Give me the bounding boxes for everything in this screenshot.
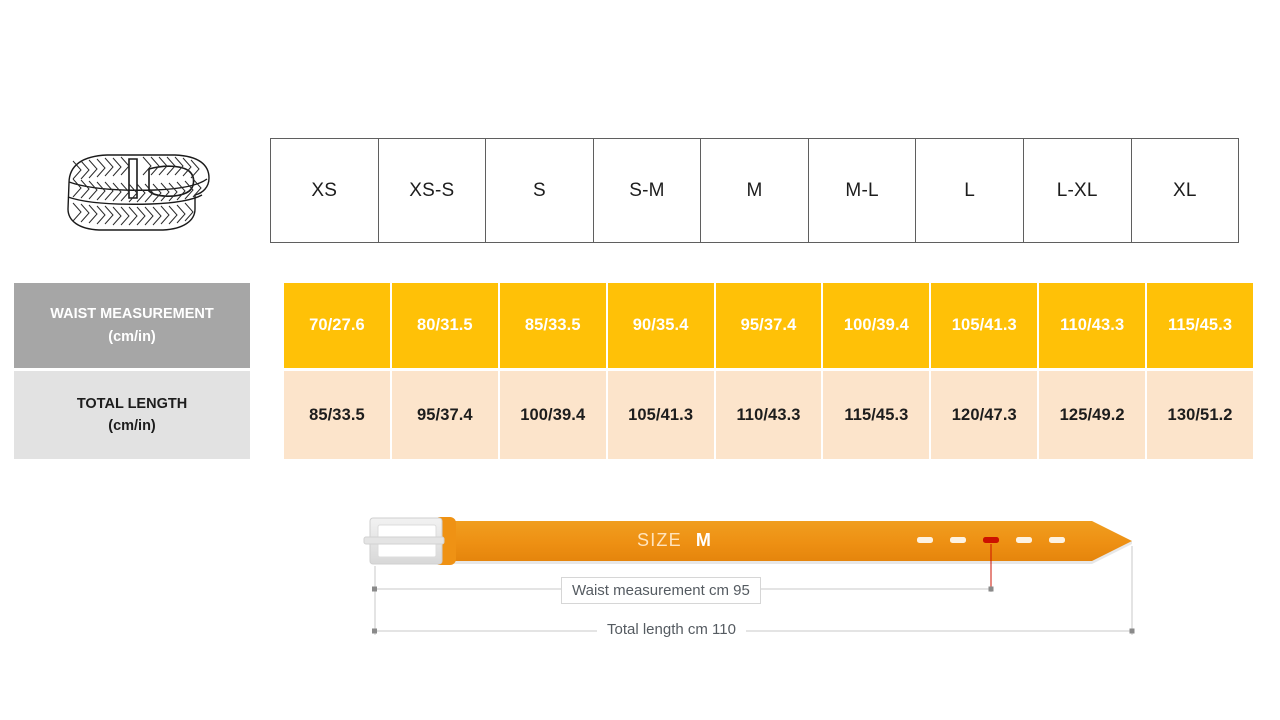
total-length-values: 85/33.5 95/37.4 100/39.4 105/41.3 110/43… xyxy=(284,371,1254,459)
table-cell: 100/39.4 xyxy=(499,371,608,459)
total-length-row: TOTAL LENGTH (cm/in) 85/33.5 95/37.4 100… xyxy=(14,371,1254,459)
braided-belt-illustration-svg xyxy=(67,154,210,231)
belt-holes xyxy=(917,537,1065,543)
table-cell: 95/37.4 xyxy=(715,283,824,368)
table-cell: 115/45.3 xyxy=(1147,283,1254,368)
table-cell: 130/51.2 xyxy=(1147,371,1254,459)
table-cell: 80/31.5 xyxy=(391,283,500,368)
table-cell: 125/49.2 xyxy=(1039,371,1148,459)
waist-measurement-row: WAIST MEASUREMENT (cm/in) 70/27.6 80/31.… xyxy=(14,283,1254,368)
waist-dimension-label: Waist measurement cm 95 xyxy=(561,577,761,604)
belt-strap xyxy=(442,521,1132,564)
table-cell: 100/39.4 xyxy=(823,283,932,368)
belt-hole-active xyxy=(983,537,999,543)
table-cell: 70/27.6 xyxy=(284,283,392,368)
table-cell: 110/43.3 xyxy=(1039,283,1148,368)
table-cell: 120/47.3 xyxy=(931,371,1040,459)
table-cell: 85/33.5 xyxy=(284,371,392,459)
size-header-cell: S xyxy=(486,139,594,242)
waist-measurement-unit: (cm/in) xyxy=(108,328,156,345)
waist-measurement-values: 70/27.6 80/31.5 85/33.5 90/35.4 95/37.4 … xyxy=(284,283,1254,368)
belt-measurement-diagram xyxy=(363,517,1135,635)
belt-hole xyxy=(1049,537,1065,543)
table-cell: 85/33.5 xyxy=(499,283,608,368)
table-cell: 105/41.3 xyxy=(931,283,1040,368)
size-header-cell: M-L xyxy=(809,139,917,242)
braided-belt-icon xyxy=(55,145,220,240)
belt-hole xyxy=(917,537,933,543)
table-cell: 110/43.3 xyxy=(715,371,824,459)
size-header-cell: S-M xyxy=(594,139,702,242)
size-header-cell: XL xyxy=(1172,179,1197,201)
table-cell: 95/37.4 xyxy=(391,371,500,459)
total-length-label-text: TOTAL LENGTH xyxy=(76,395,188,412)
size-header-cell: XS-S xyxy=(379,139,487,242)
total-length-label: TOTAL LENGTH (cm/in) xyxy=(14,371,250,459)
buckle-prong xyxy=(363,536,445,545)
total-length-unit: (cm/in) xyxy=(108,418,156,434)
table-cell: 115/45.3 xyxy=(823,371,932,459)
size-header-cell: XS xyxy=(271,139,379,242)
belt-buckle xyxy=(363,517,445,565)
total-length-dimension-label: Total length cm 110 xyxy=(597,619,746,640)
waist-measurement-label: WAIST MEASUREMENT (cm/in) xyxy=(14,283,250,368)
size-header-cell: M xyxy=(701,139,809,242)
waist-measurement-label-text: WAIST MEASUREMENT xyxy=(50,306,214,323)
size-header-cell: L xyxy=(916,139,1024,242)
table-cell: 90/35.4 xyxy=(607,283,716,368)
total-length-dimension-line xyxy=(372,628,1135,634)
belt-hole xyxy=(1016,537,1032,543)
size-header-cell: L-XL xyxy=(1024,139,1132,242)
belt-hole xyxy=(950,537,966,543)
table-cell: 105/41.3 xyxy=(607,371,716,459)
size-header-table: XS XS-S S S-M M M-L L L-XL XL xyxy=(270,138,1239,243)
